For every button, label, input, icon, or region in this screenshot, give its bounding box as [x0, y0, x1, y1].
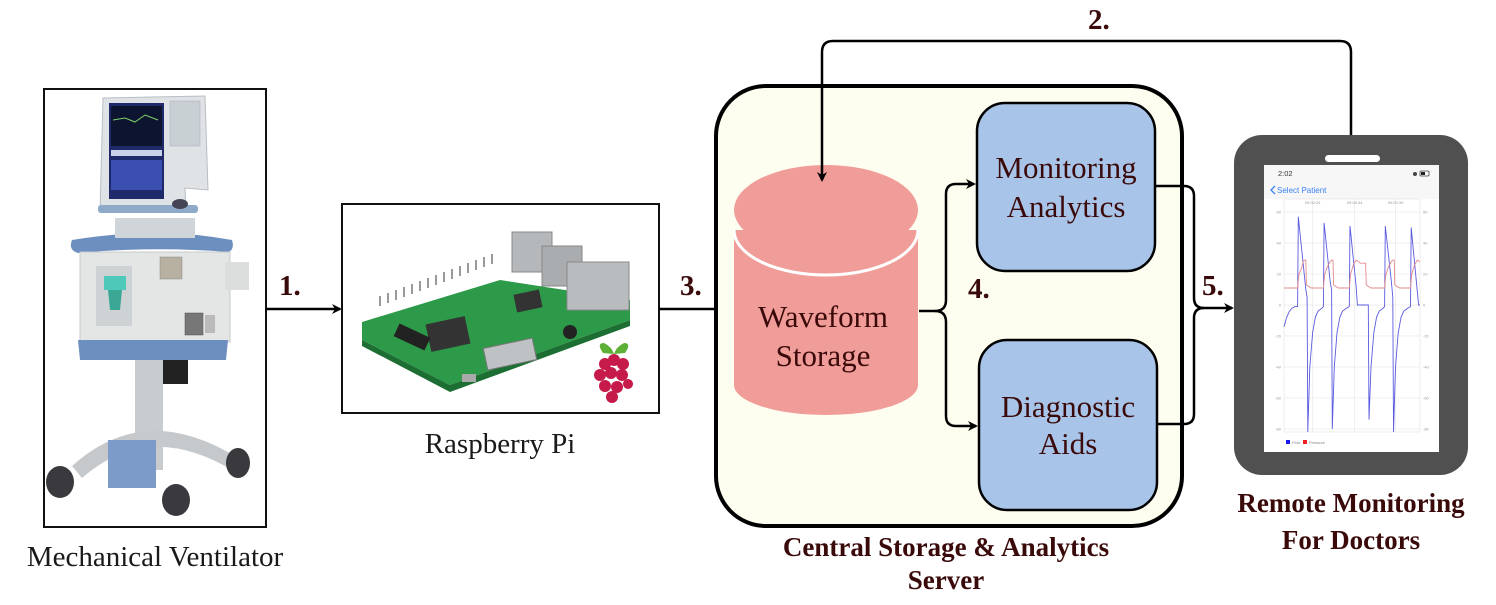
y-tick-left: 40 — [1277, 241, 1282, 246]
x-tick-label: 09:00:34 — [1347, 200, 1363, 205]
ventilator-label: Mechanical Ventilator — [27, 541, 284, 573]
y-tick-left: 0 — [1279, 303, 1282, 308]
step-1-label: 1. — [279, 270, 301, 302]
chart-legend: Flow Pressure — [1286, 440, 1326, 445]
y-tick-right: -60 — [1423, 395, 1430, 400]
diagnostic-aids-line2: Aids — [1039, 426, 1098, 461]
ventilator-image — [46, 95, 250, 516]
waveform-storage-database: Waveform Storage — [732, 165, 920, 415]
step-3-label: 3. — [680, 270, 702, 302]
phone-screen[interactable] — [1264, 165, 1439, 452]
arrow-step-4 — [919, 179, 978, 431]
step-2-label: 2. — [1088, 4, 1110, 36]
y-tick-left: -60 — [1275, 395, 1282, 400]
server-node: Waveform Storage Monitoring Analytics Di… — [714, 84, 1234, 595]
legend-swatch-flow — [1286, 440, 1290, 444]
y-tick-left: 20 — [1277, 272, 1282, 277]
remote-monitoring-label-line1: Remote Monitoring — [1237, 488, 1465, 518]
remote-monitoring-label-line2: For Doctors — [1282, 525, 1420, 555]
monitoring-analytics-line2: Analytics — [1007, 189, 1126, 224]
status-icons — [1413, 170, 1430, 177]
legend-label-flow: Flow — [1292, 440, 1301, 445]
y-tick-left: -80 — [1275, 426, 1282, 431]
status-time: 2:02 — [1278, 169, 1293, 178]
server-label-line1: Central Storage & Analytics — [783, 532, 1109, 562]
y-tick-left: -20 — [1275, 333, 1282, 338]
diagnostic-aids-line1: Diagnostic — [1001, 389, 1135, 424]
monitoring-analytics-line1: Monitoring — [995, 150, 1136, 185]
arrow-step-5 — [1155, 184, 1234, 426]
series-line-flow — [1283, 216, 1420, 433]
y-tick-right: 60 — [1423, 210, 1428, 215]
y-tick-left: 60 — [1277, 210, 1282, 215]
y-tick-right: -20 — [1423, 333, 1430, 338]
chart-plot-area — [1283, 198, 1421, 433]
legend-swatch-pressure — [1303, 440, 1307, 444]
series-line-pressure — [1284, 259, 1421, 289]
y-tick-right: 0 — [1423, 303, 1426, 308]
chevron-left-icon — [1270, 185, 1276, 195]
waveform-storage-line2: Storage — [776, 338, 871, 373]
back-button-label: Select Patient — [1277, 186, 1327, 195]
raspberry-pi-label: Raspberry Pi — [425, 428, 576, 460]
server-label-line2: Server — [908, 565, 984, 595]
x-tick-label: 09:00:39 — [1388, 200, 1404, 205]
raspberry-logo — [594, 343, 633, 403]
ventilator-node: Mechanical Ventilator — [27, 88, 284, 573]
monitoring-analytics-box: Monitoring Analytics — [975, 101, 1157, 273]
y-tick-right: 40 — [1423, 241, 1428, 246]
battery-icon — [1419, 170, 1430, 177]
y-tick-right: 20 — [1423, 272, 1428, 277]
step-4-label: 4. — [968, 273, 990, 305]
back-button[interactable]: Select Patient — [1270, 185, 1327, 195]
phone-speaker — [1325, 155, 1380, 162]
waveform-storage-line1: Waveform — [758, 299, 888, 334]
step-5-label: 5. — [1202, 270, 1224, 302]
wifi-icon — [1413, 172, 1417, 176]
legend-label-pressure: Pressure — [1309, 440, 1326, 445]
raspberry-pi-node: Raspberry Pi — [341, 203, 660, 460]
x-tick-label: 09:00:29 — [1305, 200, 1321, 205]
y-tick-right: -40 — [1423, 364, 1430, 369]
y-tick-right: -80 — [1423, 426, 1430, 431]
diagnostic-aids-box: Diagnostic Aids — [977, 338, 1159, 512]
waveform-chart: 60 60 40 40 20 20 0 0 -20 -20 -40 -40 -60 -60 -80 -80 09… — [1275, 198, 1430, 433]
y-tick-left: -40 — [1275, 364, 1282, 369]
raspberry-pi-board-image — [362, 231, 630, 392]
remote-monitoring-node: 2:02 Select Patient 60 60 40 40 20 20 0 0 -20 -20… — [1234, 135, 1468, 555]
arrow-step-2 — [817, 39, 1353, 182]
